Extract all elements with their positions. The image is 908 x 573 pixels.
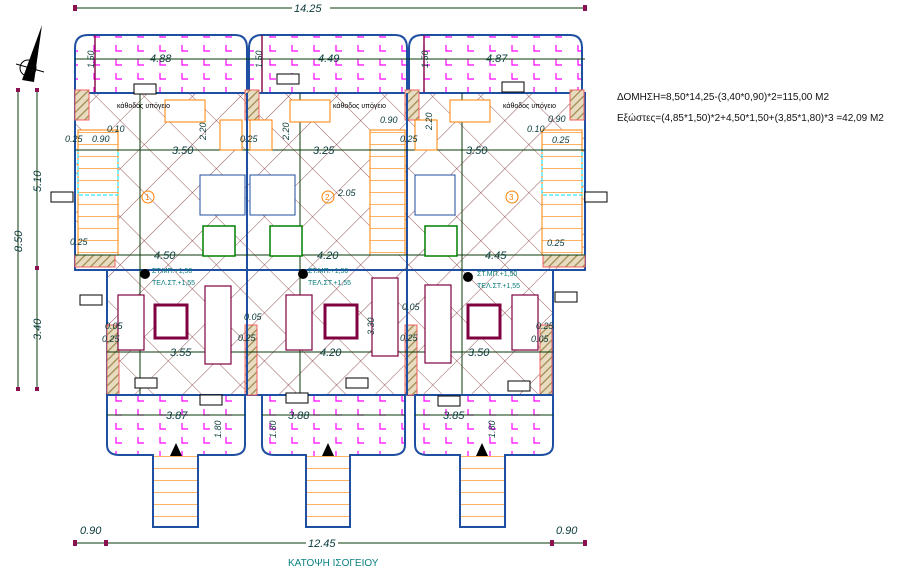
dimension-label: 3.50	[466, 145, 488, 157]
dimension-label: 3.30	[366, 317, 376, 335]
dimension-label: 0.25	[536, 321, 555, 331]
dimension-label: 0.90	[548, 114, 566, 124]
dimension-label: 4.50	[154, 250, 176, 262]
dimension-label: 0.05	[531, 334, 550, 344]
dimension-label: 0.25	[547, 238, 566, 248]
dimension-label: 0.05	[402, 302, 421, 312]
level-label: ΤΕΛ.ΣΤ.+1,55	[308, 280, 351, 287]
unit-number: 3	[509, 193, 514, 202]
drawing-title: ΚΑΤΟΨΗ ΙΣΟΓΕΙΟΥ	[288, 558, 379, 569]
dimension-label: 4.20	[317, 250, 339, 262]
dimension-label: 0.90	[380, 115, 398, 125]
dimension-label: 12.45	[308, 538, 336, 550]
dimension-label: 1.50	[254, 50, 264, 68]
balconies-formula: Εξώστες=(4,85*1,50)*2+4,50*1,50+(3,85*1,…	[617, 113, 884, 124]
dimension-label: 0.05	[244, 312, 263, 322]
level-label: ΤΕΛ.ΣΤ.+1,55	[477, 283, 520, 290]
dimension-label: 4.20	[320, 347, 342, 359]
stair-label: κάθοδος υπόγειο	[333, 102, 386, 110]
window-tag-icons	[50, 73, 608, 407]
dimension-label: 8.50	[13, 230, 25, 252]
level-label: ΤΕΛ.ΣΤ.+1,55	[152, 280, 195, 287]
dimension-label: 0.10	[107, 124, 125, 134]
dimension-labels: 3.50 3.25 3.50 4.50 4.20 4.45 3.55 4.20 …	[65, 112, 571, 438]
entry-arrow-icon	[170, 443, 182, 456]
kitchens	[164, 99, 491, 257]
dimension-label: 0.10	[527, 124, 545, 134]
dimension-label: 3.40	[32, 318, 44, 340]
level-label: ΣΤ.ΜΠ.+1,50	[152, 268, 192, 275]
north-arrow-icon	[15, 25, 45, 82]
dimension-label: 3.25	[313, 145, 335, 157]
dimension-label: 4.45	[485, 250, 507, 262]
dimension-label: 3.55	[170, 347, 192, 359]
dimension-label: 3.85	[443, 410, 465, 422]
dimension-label: 1.50	[86, 50, 96, 68]
dimension-label: 0.25	[238, 333, 257, 343]
dimension-label: 0.25	[400, 134, 419, 144]
dimension-label: 3.50	[172, 145, 194, 157]
living-furniture	[117, 277, 539, 365]
dimension-label: 0.25	[65, 134, 84, 144]
dimension-label: 0.05	[105, 321, 124, 331]
dimension-label: 3.50	[468, 347, 490, 359]
dimension-total-bottom: 12.45 0.90 0.90	[73, 525, 587, 550]
dimension-label: 2.20	[281, 122, 291, 141]
front-balconies	[106, 394, 554, 528]
dimension-depth: 8.50 5.10 3.40	[13, 88, 44, 391]
level-label: ΣΤ.ΜΠ.+1,50	[477, 271, 517, 278]
dimension-label: 3.87	[166, 410, 188, 422]
unit-number: 2	[325, 193, 330, 202]
dimension-total-top: 14.25	[73, 1, 587, 15]
dimension-label: 3.88	[288, 410, 310, 422]
entry-arrow-icon	[476, 443, 488, 456]
dimension-label: 2.05	[337, 188, 357, 198]
dimension-label: 1.80	[268, 420, 278, 438]
unit-labels: 1 2 3 κάθοδος υπόγειο κάθοδος υπόγειο κά…	[117, 102, 556, 290]
dimension-label: 1.80	[213, 420, 223, 438]
unit-number: 1	[145, 193, 150, 202]
level-label: ΣΤ.ΜΠ.+1,50	[308, 268, 348, 275]
dimension-label: 0.25	[70, 237, 89, 247]
dimension-label: 0.25	[240, 134, 259, 144]
entry-arrow-icon	[322, 443, 334, 456]
dimension-label: 1.50	[420, 50, 430, 68]
dimension-label: 4.88	[150, 53, 172, 65]
dimension-label: 4.87	[486, 53, 508, 65]
dimension-label: 4.49	[318, 53, 339, 65]
coverage-formula: ΔΟΜΗΣΗ=8,50*14,25-(3,40*0,90)*2=115,00 Μ…	[617, 92, 830, 103]
dimension-label: 2.20	[424, 112, 434, 131]
dimension-label: 0.90	[92, 134, 110, 144]
dimension-label: 0.25	[552, 135, 571, 145]
dimension-label: 0.90	[556, 525, 578, 537]
dimension-label: 0.90	[80, 525, 102, 537]
stair-label: κάθοδος υπόγειο	[117, 102, 170, 110]
dimension-label: 2.20	[198, 122, 208, 141]
dimension-label: 1.80	[487, 420, 497, 438]
dimension-label: 5.10	[32, 170, 44, 192]
top-balconies	[74, 34, 585, 94]
dimension-label: 0.25	[400, 333, 419, 343]
dimension-label: 0.25	[102, 334, 121, 344]
stair-label: κάθοδος υπόγειο	[503, 102, 556, 110]
dimension-label: 14.25	[294, 3, 322, 15]
